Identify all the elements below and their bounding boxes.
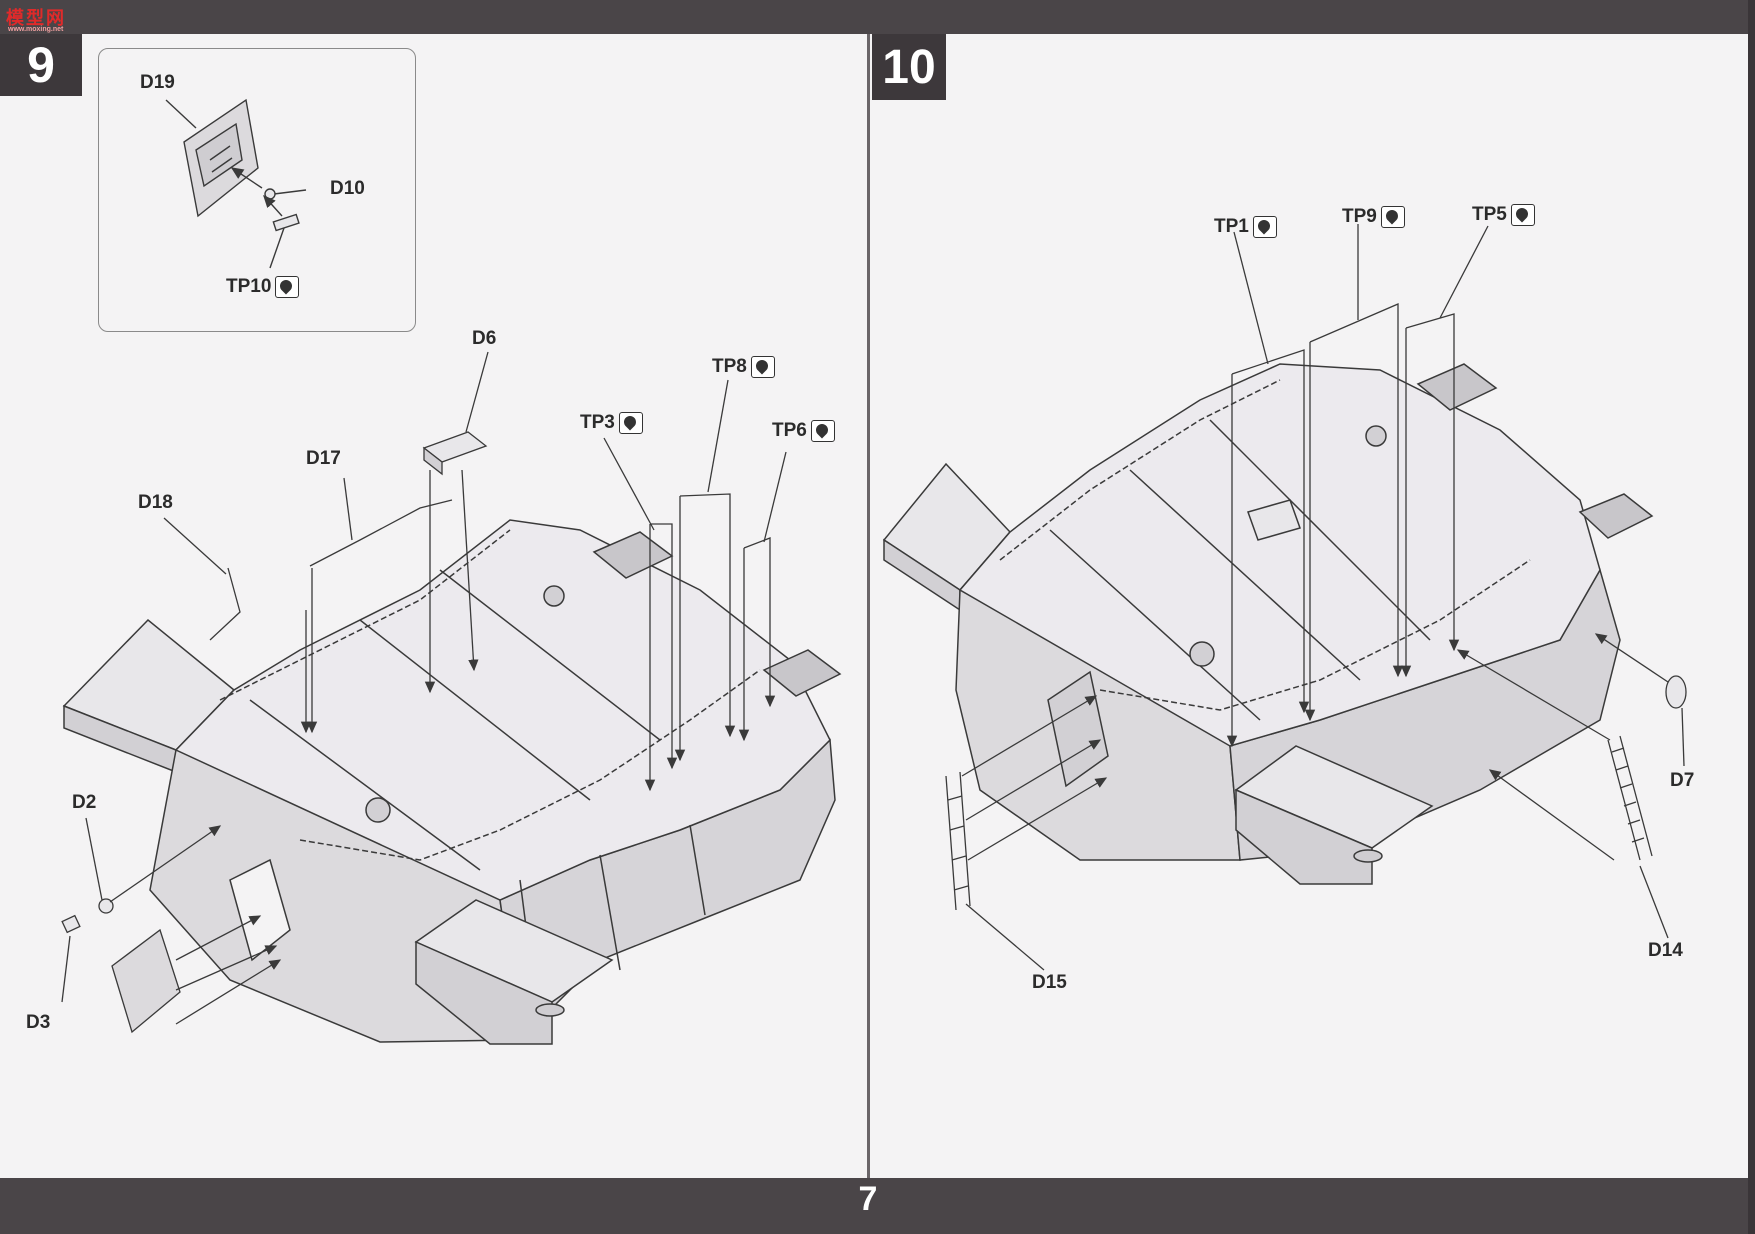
label-tp9-text: TP9 [1342, 206, 1377, 227]
label-tp6-text: TP6 [772, 420, 807, 441]
page-divider [867, 34, 870, 1178]
top-band [0, 0, 1755, 34]
label-d18-text: D18 [138, 492, 173, 513]
photo-etch-icon [1380, 206, 1405, 228]
label-tp10: TP10 [226, 276, 300, 298]
page-number: 7 [858, 1180, 878, 1218]
label-tp8: TP8 [712, 356, 775, 378]
inset-hatch-drawing [165, 98, 307, 269]
label-d18: D18 [138, 492, 173, 514]
label-d7-text: D7 [1670, 770, 1695, 791]
label-tp1: TP1 [1214, 216, 1277, 238]
label-d7: D7 [1670, 770, 1694, 792]
label-tp3-text: TP3 [580, 412, 615, 433]
photo-etch-icon [1252, 216, 1277, 238]
site-logo: 模型网 www.moxing.net [6, 4, 72, 34]
label-d3-text: D3 [26, 1012, 51, 1033]
step10-leader-lines [945, 224, 1687, 971]
photo-etch-icon [810, 420, 835, 442]
photo-etch-icon [618, 412, 643, 434]
step-number-10: 10 [872, 34, 946, 100]
label-tp8-text: TP8 [712, 356, 747, 377]
label-d14: D14 [1648, 940, 1683, 962]
label-tp5: TP5 [1472, 204, 1535, 226]
bottom-band [0, 1178, 1755, 1234]
right-edge-band [1748, 0, 1755, 1234]
label-tp5-text: TP5 [1472, 204, 1507, 225]
step9-leader-lines [61, 351, 787, 1034]
label-d15-text: D15 [1032, 972, 1067, 993]
label-d14-text: D14 [1648, 940, 1683, 961]
logo-url: www.moxing.net [8, 26, 64, 33]
label-tp1-text: TP1 [1214, 216, 1249, 237]
label-tp6: TP6 [772, 420, 835, 442]
step9-superstructure [62, 519, 842, 1045]
step10-superstructure [882, 363, 1654, 885]
label-d6-text: D6 [472, 328, 497, 349]
label-d10-text: D10 [330, 178, 365, 199]
photo-etch-icon [275, 276, 300, 298]
label-d3: D3 [26, 1012, 50, 1034]
label-d6: D6 [472, 328, 496, 350]
label-d15: D15 [1032, 972, 1067, 994]
detail-inset-box [98, 48, 416, 332]
label-tp10-text: TP10 [226, 276, 272, 297]
label-d19-text: D19 [140, 72, 175, 93]
logo-text: 模型网 [6, 8, 66, 28]
label-d2-text: D2 [72, 792, 97, 813]
label-tp3: TP3 [580, 412, 643, 434]
step-number-9: 9 [0, 34, 82, 96]
label-d17: D17 [306, 448, 341, 470]
label-d17-text: D17 [306, 448, 341, 469]
photo-etch-icon [1510, 204, 1535, 226]
label-tp9: TP9 [1342, 206, 1405, 228]
label-d19: D19 [140, 72, 175, 94]
label-d10: D10 [330, 178, 365, 200]
label-d2: D2 [72, 792, 96, 814]
photo-etch-icon [750, 356, 775, 378]
